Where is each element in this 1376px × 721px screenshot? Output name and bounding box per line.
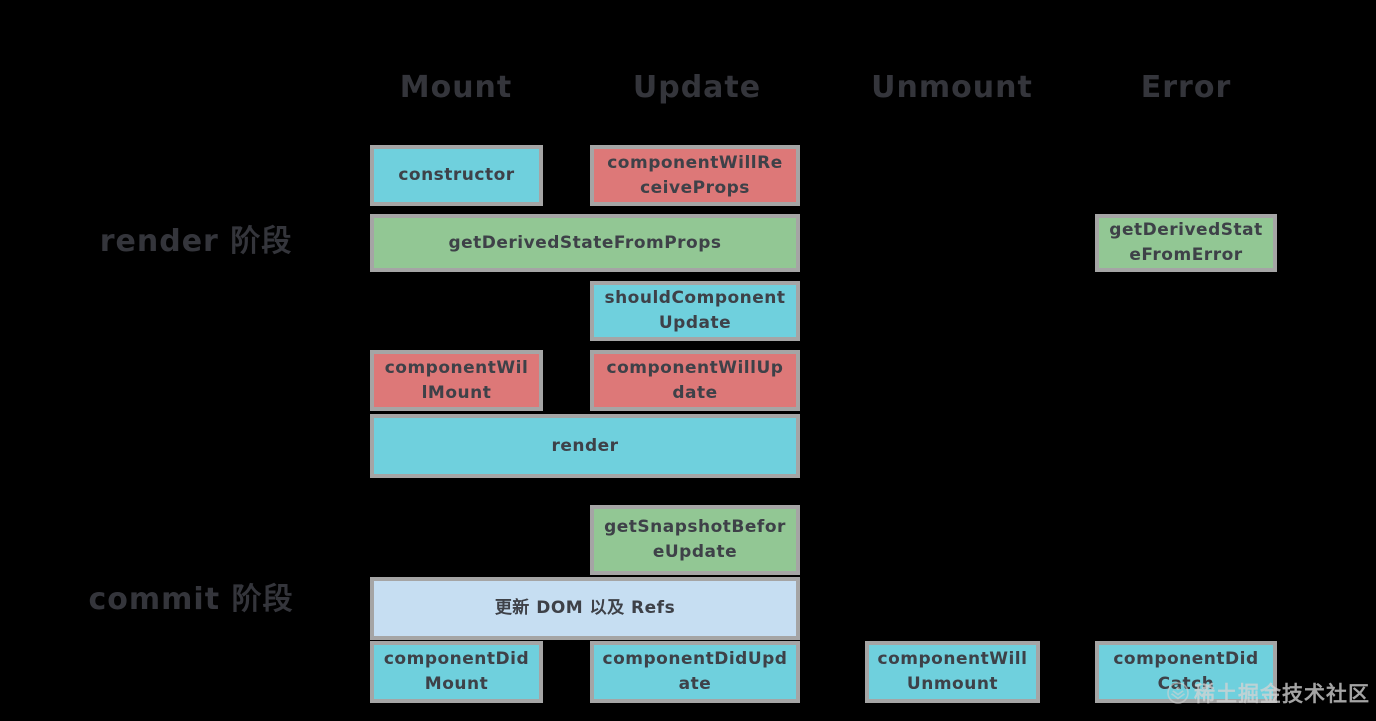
lifecycle-box-component-will-update: componentWillUpdate [590, 350, 800, 411]
column-header-unmount: Unmount [871, 70, 1033, 105]
lifecycle-box-component-did-catch: componentDidCatch [1095, 641, 1277, 703]
lifecycle-box-constructor: constructor [370, 145, 543, 206]
lifecycle-box-component-did-update: componentDidUpdate [590, 641, 800, 703]
watermark: 稀土掘金技术社区 [1166, 676, 1370, 710]
juejin-logo-icon [1167, 682, 1189, 704]
lifecycle-box-component-did-mount: componentDidMount [370, 641, 543, 703]
lifecycle-box-component-will-mount: componentWillMount [370, 350, 543, 411]
phase-label-render: render 阶段 [99, 224, 293, 259]
lifecycle-box-get-derived-state-from-props: getDerivedStateFromProps [370, 214, 800, 272]
lifecycle-box-get-snapshot-before-update: getSnapshotBeforeUpdate [590, 505, 800, 575]
lifecycle-box-component-will-receive-props: componentWillReceiveProps [590, 145, 800, 206]
lifecycle-box-get-derived-state-from-error: getDerivedStateFromError [1095, 214, 1277, 272]
phase-label-commit: commit 阶段 [88, 582, 294, 617]
column-header-error: Error [1140, 70, 1232, 105]
lifecycle-box-component-will-unmount: componentWillUnmount [865, 641, 1040, 703]
watermark-text: 稀土掘金技术社区 [1194, 682, 1370, 706]
lifecycle-box-render: render [370, 414, 800, 478]
lifecycle-box-update-dom-and-refs: 更新 DOM 以及 Refs [370, 577, 800, 640]
lifecycle-box-should-component-update: shouldComponentUpdate [590, 281, 800, 341]
column-header-mount: Mount [399, 70, 513, 105]
column-header-update: Update [632, 70, 762, 105]
